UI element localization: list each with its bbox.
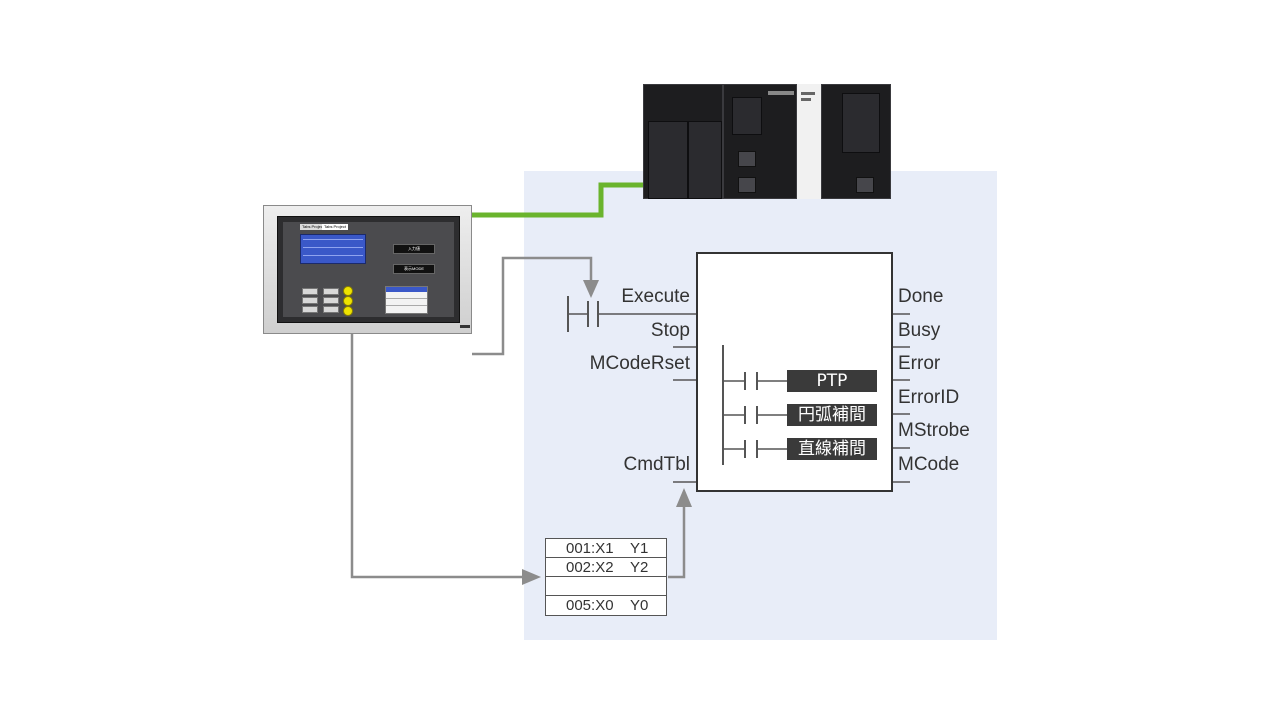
- hmi-button: [302, 306, 318, 313]
- cmdtbl-arrowhead: [676, 488, 692, 507]
- hmi-button: [323, 297, 339, 304]
- hmi-status-panel: [300, 234, 366, 264]
- command-table-row: 002:X2 Y2: [546, 558, 666, 577]
- hmi-button: [323, 288, 339, 295]
- output-done-label: Done: [898, 286, 944, 307]
- output-mstrobe-label: MStrobe: [898, 420, 970, 441]
- input-mcodereset-label: MCodeRset: [589, 353, 690, 374]
- hmi-tab: Tabs Project: [300, 224, 327, 230]
- input-cmdtbl-label: CmdTbl: [623, 454, 690, 475]
- hmi-button: [302, 288, 318, 295]
- hmi-screen: Tabs Project Tabs Project 入力値 表示MODE: [283, 222, 454, 317]
- table-signal-line: [350, 334, 524, 579]
- mode-tag-linear: 直線補間: [787, 438, 877, 460]
- mode-tag-arc: 円弧補間: [787, 404, 877, 426]
- output-errorid-label: ErrorID: [898, 387, 960, 408]
- mode-tag-ptp: PTP: [787, 370, 877, 392]
- table-arrowhead: [522, 569, 541, 585]
- hmi-lamp-icon: [343, 296, 353, 306]
- output-busy-label: Busy: [898, 320, 941, 341]
- plc-cpu-unit: [723, 84, 797, 199]
- command-table-row: 005:X0 Y0: [566, 597, 649, 614]
- hmi-tab: Tabs Project: [322, 224, 349, 230]
- plc-controller-icon: [643, 84, 891, 199]
- command-table: 001:X1 Y1 002:X2 Y2 005:X0 Y0: [545, 538, 667, 616]
- output-mcode-label: MCode: [898, 454, 960, 475]
- command-table-row: 001:X1 Y1: [546, 539, 666, 558]
- hmi-brand-mark: [460, 325, 470, 328]
- execute-arrowhead: [583, 280, 599, 298]
- hmi-field: 表示MODE: [393, 264, 435, 274]
- output-error-label: Error: [898, 353, 941, 374]
- plc-power-unit: [643, 84, 723, 199]
- hmi-button: [323, 306, 339, 313]
- input-stop-label: Stop: [650, 320, 690, 341]
- hmi-button: [302, 297, 318, 304]
- hmi-bezel: Tabs Project Tabs Project 入力値 表示MODE: [277, 216, 460, 323]
- hmi-lamp-icon: [343, 306, 353, 316]
- hmi-field: 入力値: [393, 244, 435, 254]
- cmdtbl-signal-line: [668, 505, 686, 579]
- plc-expansion-unit: [821, 84, 891, 199]
- hmi-table: [385, 286, 428, 314]
- hmi-lamp-icon: [343, 286, 353, 296]
- hmi-touch-panel-icon: Tabs Project Tabs Project 入力値 表示MODE: [263, 205, 472, 334]
- command-table-row: [546, 577, 666, 596]
- input-execute-label: Execute: [621, 286, 690, 307]
- plc-label-strip: [797, 84, 821, 199]
- execute-signal-line: [472, 256, 593, 356]
